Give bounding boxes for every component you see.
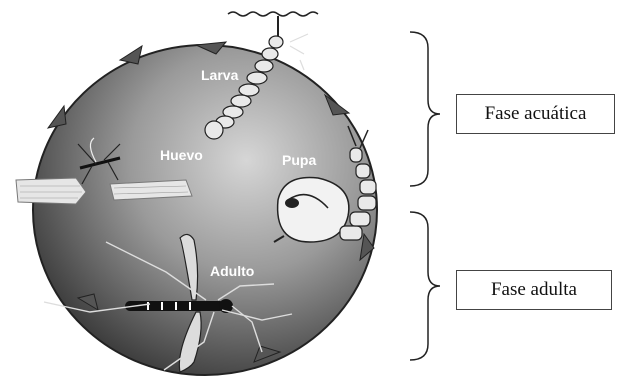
- stage-label-pupa: Pupa: [282, 152, 316, 168]
- phase-label-adult: Fase adulta: [456, 270, 612, 310]
- brace-aquatic-icon: [410, 32, 440, 186]
- stage-label-adulto: Adulto: [210, 263, 254, 279]
- stage-label-larva: Larva: [201, 67, 239, 83]
- phase-label-aquatic: Fase acuática: [456, 94, 615, 134]
- brace-adult-icon: [410, 212, 440, 360]
- stage-label-huevo: Huevo: [160, 147, 203, 163]
- water-surface-icon: [228, 12, 318, 16]
